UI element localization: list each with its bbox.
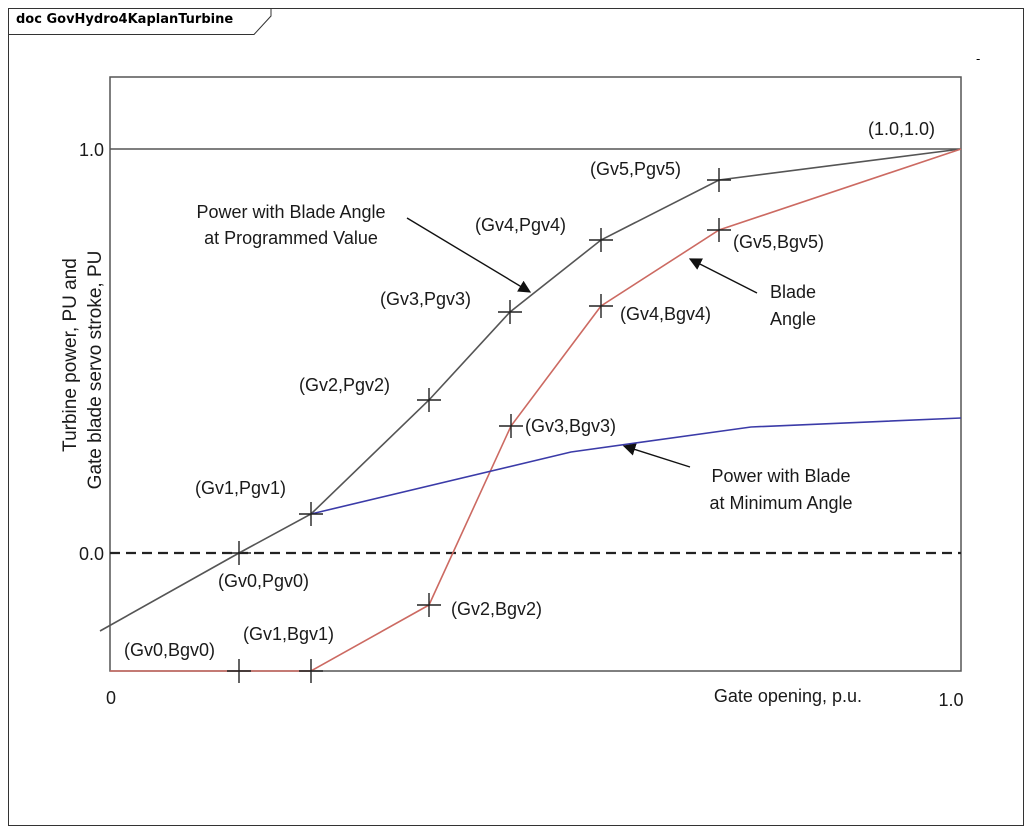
plot-area [109, 76, 962, 672]
marker-gv5-bgv5 [707, 218, 731, 242]
diagram-frame [8, 8, 1024, 826]
label-gv2-pgv2: (Gv2,Pgv2) [299, 375, 390, 395]
marker-gv2-bgv2 [417, 593, 441, 617]
label-gv1-pgv1: (Gv1,Pgv1) [195, 478, 286, 498]
blade-annotation-line2: Angle [770, 309, 816, 329]
marker-gv4-bgv4 [589, 294, 613, 318]
label-gv5-pgv5: (Gv5,Pgv5) [590, 159, 681, 179]
label-one-one: (1.0,1.0) [868, 119, 935, 139]
label-gv0-bgv0: (Gv0,Bgv0) [124, 640, 215, 660]
marker-gv5-pgv5 [707, 168, 731, 192]
y-tick-zero: 0.0 [79, 544, 104, 564]
label-gv4-bgv4: (Gv4,Bgv4) [620, 304, 711, 324]
programmed-annotation-line1: Power with Blade Angle [196, 202, 385, 222]
label-gv3-bgv3: (Gv3,Bgv3) [525, 416, 616, 436]
blade-annotation-arrow [688, 258, 758, 294]
point-markers [227, 168, 731, 683]
label-gv3-pgv3: (Gv3,Pgv3) [380, 289, 471, 309]
y-axis-label-line2: Gate blade servo stroke, PU [85, 251, 106, 490]
programmed-annotation-line2: at Programmed Value [204, 228, 378, 248]
marker-gv1-pgv1 [299, 502, 323, 526]
label-gv0-pgv0: (Gv0,Pgv0) [218, 571, 309, 591]
blade-annotation-line1: Blade [770, 282, 816, 302]
minimum-annotation-line2: at Minimum Angle [709, 493, 852, 513]
x-tick-zero: 0 [106, 688, 116, 708]
y-axis-label-line1: Turbine power, PU and [60, 258, 81, 452]
power-programmed-line [99, 148, 962, 632]
label-gv2-bgv2: (Gv2,Bgv2) [451, 599, 542, 619]
programmed-annotation-arrow [406, 217, 532, 293]
marker-gv1-bgv1 [299, 659, 323, 683]
power-minimum-blade-line [310, 417, 962, 515]
minimum-annotation-arrow [622, 443, 691, 468]
label-gv1-bgv1: (Gv1,Bgv1) [243, 624, 334, 644]
marker-gv0-bgv0 [227, 659, 251, 683]
marker-gv0-pgv0 [227, 541, 251, 565]
label-gv5-bgv5: (Gv5,Bgv5) [733, 232, 824, 252]
y-tick-one: 1.0 [79, 140, 104, 160]
x-axis-label: Gate opening, p.u. [714, 686, 862, 706]
marker-gv3-pgv3 [498, 300, 522, 324]
x-tick-one: 1.0 [938, 690, 963, 710]
minimum-annotation-line1: Power with Blade [711, 466, 850, 486]
corner-mark: - [976, 52, 981, 66]
marker-gv4-pgv4 [589, 228, 613, 252]
diagram-title: doc GovHydro4KaplanTurbine [16, 12, 234, 27]
marker-gv3-bgv3 [499, 414, 523, 438]
marker-gv2-pgv2 [417, 388, 441, 412]
label-gv4-pgv4: (Gv4,Pgv4) [475, 215, 566, 235]
diagram-tab-shape [8, 8, 272, 35]
